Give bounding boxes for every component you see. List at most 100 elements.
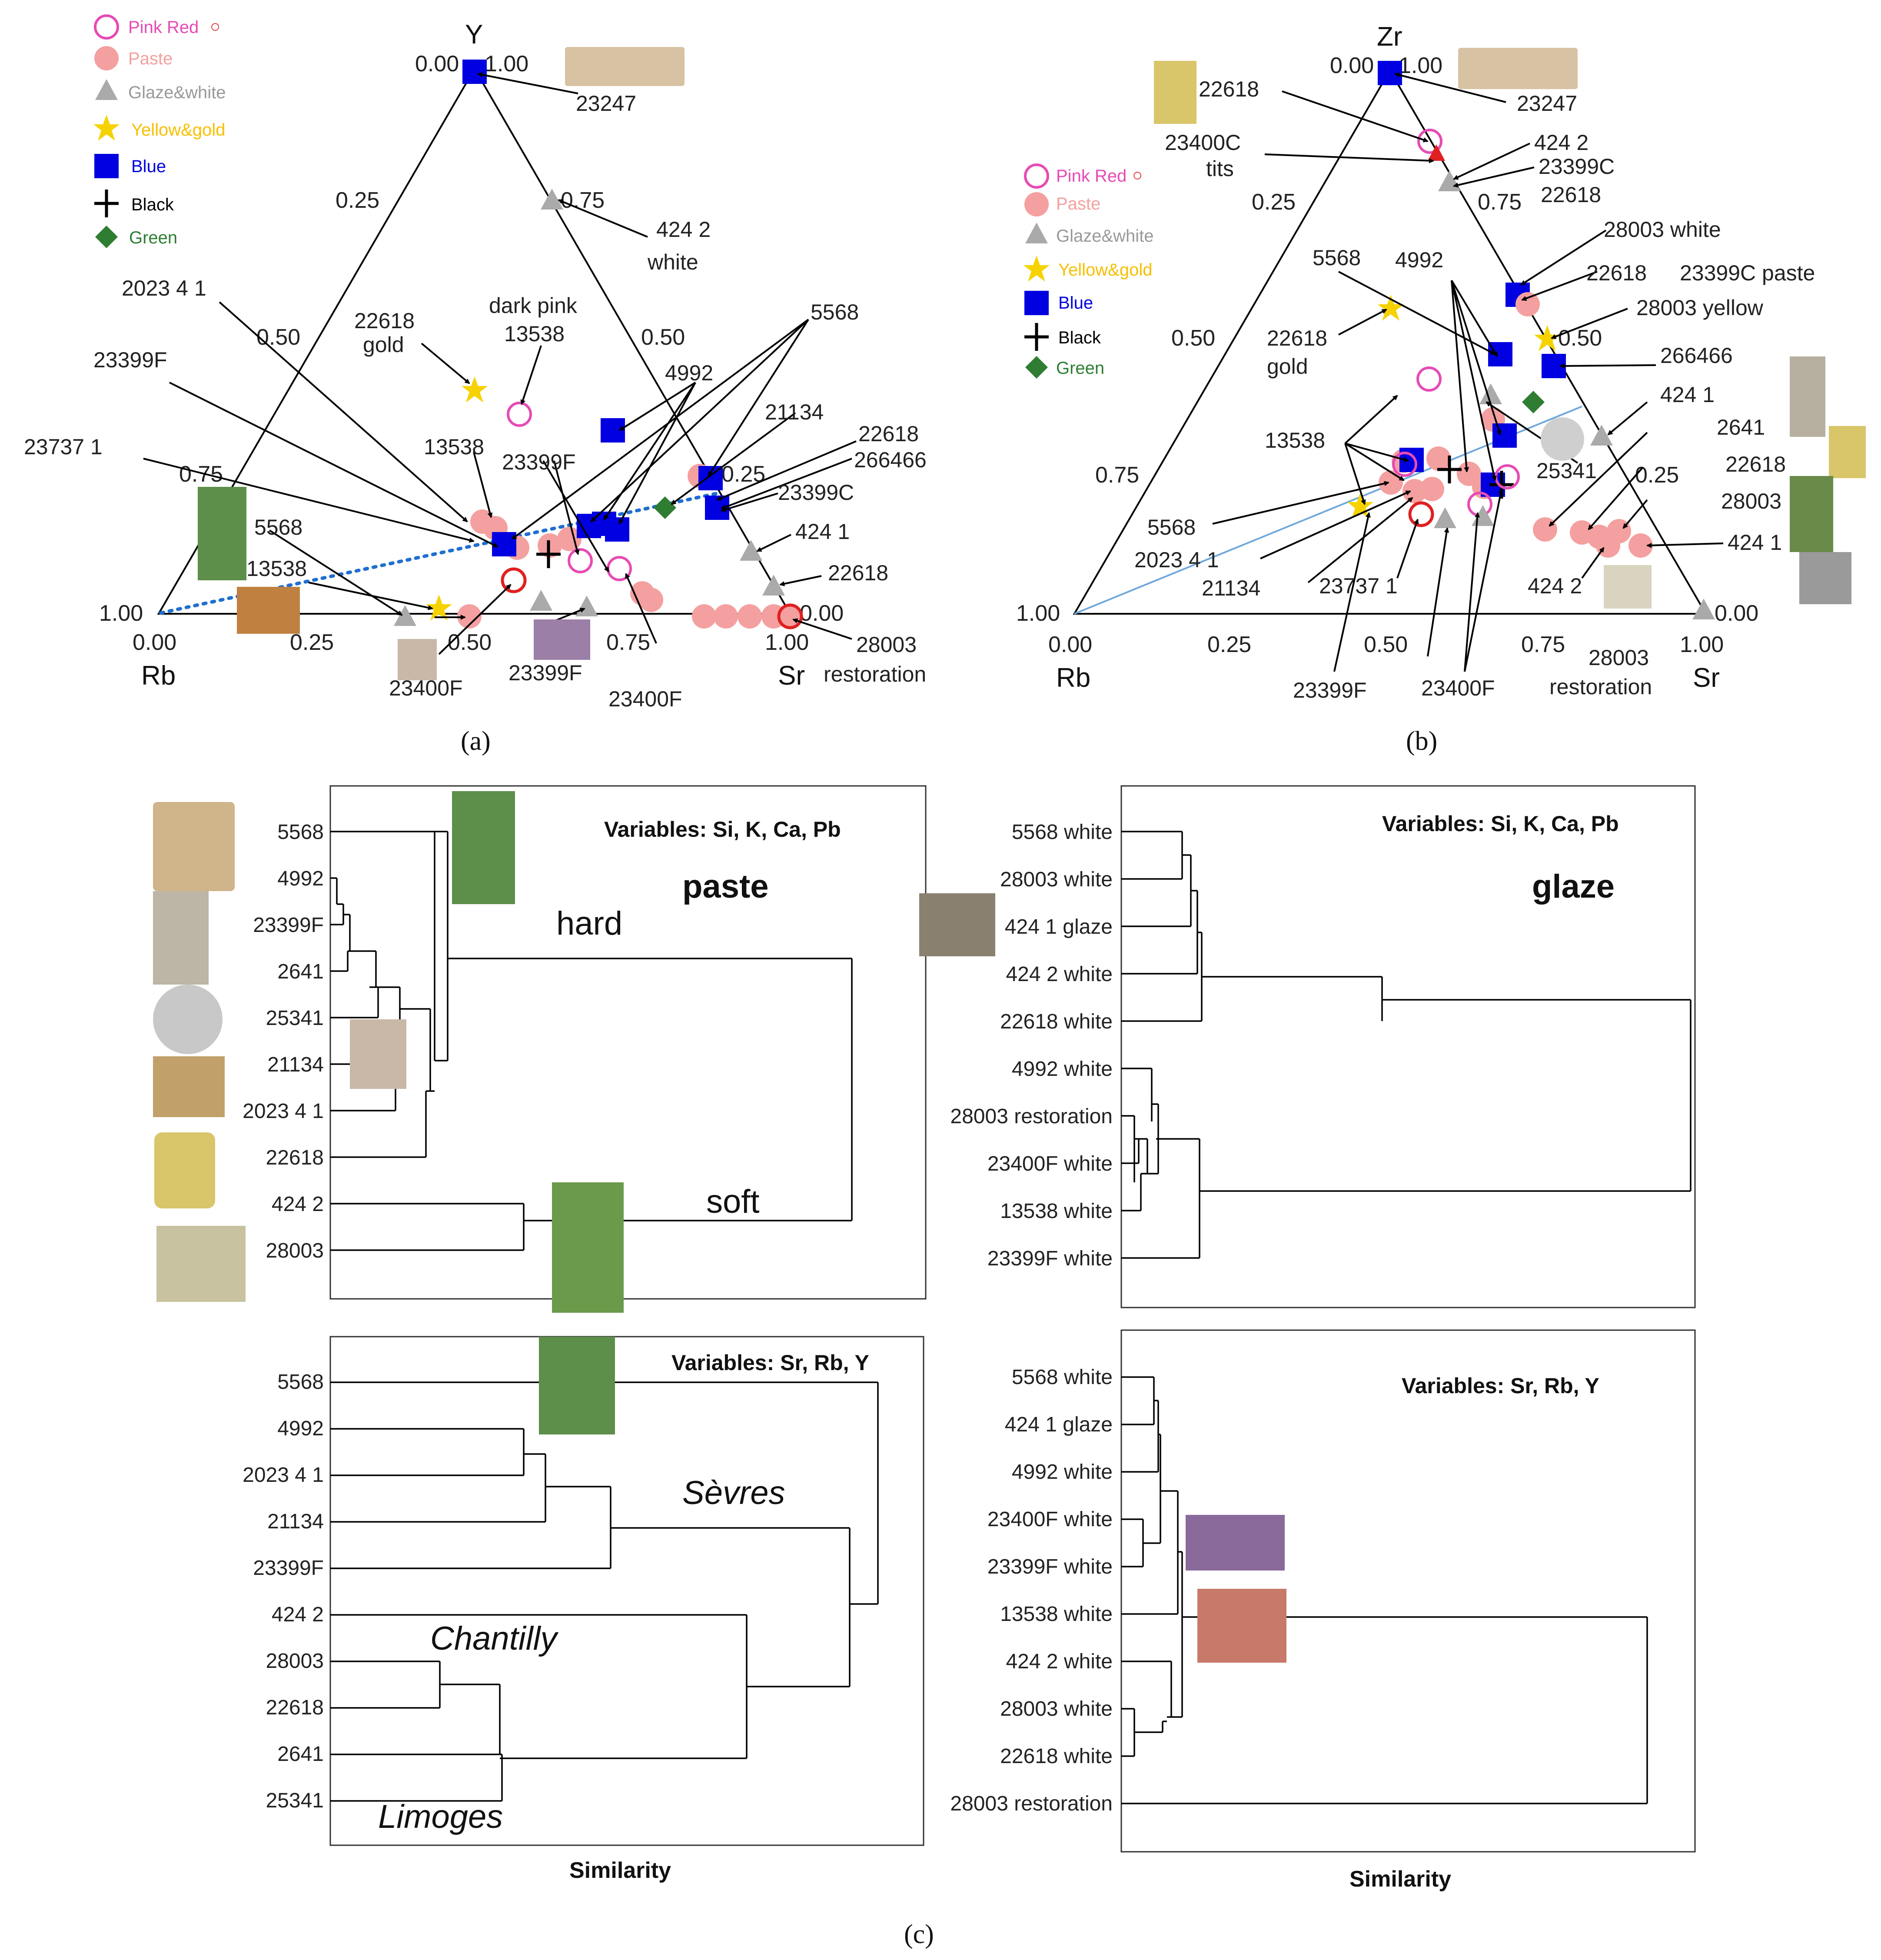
dendrogram-paste-trace: Variables: Sr, Rb, Y Sèvres Chantilly Li…: [243, 1336, 924, 1883]
label: 5568: [1313, 246, 1361, 270]
dendrogram-frame: [329, 785, 927, 1300]
tick-a-left-075: 0.75: [179, 462, 223, 487]
tick-a-left-050: 0.50: [256, 325, 300, 350]
label: 23399F: [508, 661, 582, 685]
point-paste: [639, 588, 663, 612]
leaf-label: 4992 white: [1012, 1058, 1113, 1081]
label: 22618: [1199, 77, 1259, 101]
photos-c1: [153, 791, 624, 1313]
label: 424 1: [1728, 530, 1782, 555]
point-paste: [738, 604, 762, 629]
label: 22618: [828, 561, 888, 585]
dendrogram-branches: [330, 1381, 879, 1802]
leaf-label: 22618: [266, 1146, 324, 1169]
label: 23737 1: [1319, 574, 1398, 598]
leaf-label: 23400F white: [987, 1508, 1113, 1531]
label: 424 2: [1528, 574, 1582, 598]
label: 23247: [576, 91, 636, 116]
photos-a: [198, 47, 685, 680]
tick-a-left-025: 0.25: [336, 188, 379, 213]
photo-thumbnail: [1604, 565, 1652, 609]
label: 28003: [856, 632, 917, 657]
panel-letter-b: (b): [1406, 726, 1437, 756]
markers-b: [1347, 61, 1715, 619]
photo-thumbnail: [350, 1019, 406, 1089]
legend-pink-red-marker: [1025, 165, 1048, 187]
label: 424 1: [795, 519, 850, 544]
dendrogram-frame: [1120, 785, 1696, 1308]
point-paste: [1515, 292, 1540, 316]
legend-pink-red-marker: [95, 16, 118, 38]
photo-thumbnail: [153, 1056, 225, 1117]
label: 424 1: [1660, 383, 1715, 407]
legend-green: Green: [1056, 359, 1104, 378]
photo-thumbnail: [1541, 417, 1584, 461]
dendrogram-variables: Variables: Sr, Rb, Y: [671, 1351, 869, 1375]
leaf-label: 22618: [266, 1696, 324, 1719]
photos-b: [1154, 48, 1866, 609]
photo-thumbnail: [534, 619, 590, 660]
tick-b-top-1: 1.00: [1399, 53, 1442, 78]
point-glaze: [1590, 425, 1613, 446]
photo-thumbnail: [154, 1132, 215, 1208]
panel-letter-a: (a): [461, 726, 491, 756]
panel-letter-c: (c): [904, 1920, 934, 1949]
leaf-label: 5568 white: [1012, 1366, 1113, 1389]
point-blue: [462, 60, 487, 84]
label: 13538: [504, 322, 565, 346]
legend-yellow: Yellow&gold: [131, 120, 225, 140]
dendrogram-group-label: soft: [706, 1183, 760, 1220]
labels-a: 23247 424 2 white 2023 4 1 23399F 23737 …: [24, 91, 927, 711]
point-red: [1410, 503, 1432, 526]
label: gold: [1267, 354, 1308, 379]
leaf-label: 13538 white: [1000, 1603, 1113, 1626]
leaf-label: 5568 white: [1012, 821, 1113, 844]
leaf-label: 424 2: [272, 1603, 324, 1626]
label: 23737 1: [24, 435, 103, 459]
leaf-label: 4992 white: [1012, 1461, 1113, 1484]
dendrogram-group-label: Sèvres: [682, 1474, 785, 1511]
dendrogram-group-label: Chantilly: [430, 1620, 558, 1657]
tick-a-top-0: 0.00: [415, 51, 459, 77]
label: 22618: [1267, 326, 1327, 350]
photo-thumbnail: [919, 893, 995, 956]
leaf-label: 28003 white: [1000, 868, 1113, 891]
dendrogram-branches: [1121, 831, 1692, 1259]
tick-b-bottom-050: 0.50: [1364, 632, 1408, 657]
leaf-label: 23399F: [253, 1557, 324, 1580]
photo-thumbnail: [153, 802, 235, 891]
label: 266466: [1660, 343, 1733, 368]
label: 4992: [1395, 248, 1443, 272]
dendrogram-leaves: 5568 white 424 1 glaze 4992 white 23400F…: [950, 1366, 1113, 1815]
legend-black-marker: [94, 190, 119, 217]
label: 23400F: [608, 687, 682, 711]
dendrogram-branches: [1121, 1376, 1648, 1804]
point-glaze: [394, 605, 416, 626]
label: 23399F: [502, 450, 576, 474]
leaf-label: 28003 white: [1000, 1697, 1113, 1720]
ternary-plot-a: Pink Red ○ Paste Glaze&white Yellow&gold…: [24, 16, 927, 756]
point-blue: [1378, 61, 1402, 85]
point-green: [1522, 391, 1545, 413]
point-paste: [1420, 477, 1444, 501]
dendrogram-leaves: 5568 4992 2023 4 1 21134 23399F 424 2 28…: [243, 1371, 324, 1812]
photo-thumbnail: [153, 891, 209, 985]
point-blue: [605, 517, 629, 542]
label: 23400C: [1165, 130, 1241, 155]
leaf-label: 28003 restoration: [950, 1792, 1113, 1815]
tick-b-bottom-025: 0.25: [1207, 632, 1251, 657]
leaf-label: 424 1 glaze: [1005, 1413, 1113, 1436]
label: 5568: [254, 515, 302, 539]
arrows-a: [143, 72, 857, 655]
labels-b: 22618 23247 23400C tits 424 2 23399C 226…: [1134, 77, 1815, 702]
tick-a-bottom-100: 1.00: [765, 630, 809, 655]
label: restoration: [824, 662, 926, 686]
dendrogram-leaves: 5568 4992 23399F 2641 25341 21134 2023 4…: [243, 821, 324, 1262]
point-glaze: [1692, 599, 1715, 619]
label: dark pink: [489, 293, 578, 318]
legend-black-marker: [1024, 323, 1049, 351]
legend-blue-marker: [1024, 291, 1049, 315]
leaf-label: 424 2: [272, 1193, 324, 1216]
tick-b-bottom-100: 1.00: [1680, 632, 1724, 657]
